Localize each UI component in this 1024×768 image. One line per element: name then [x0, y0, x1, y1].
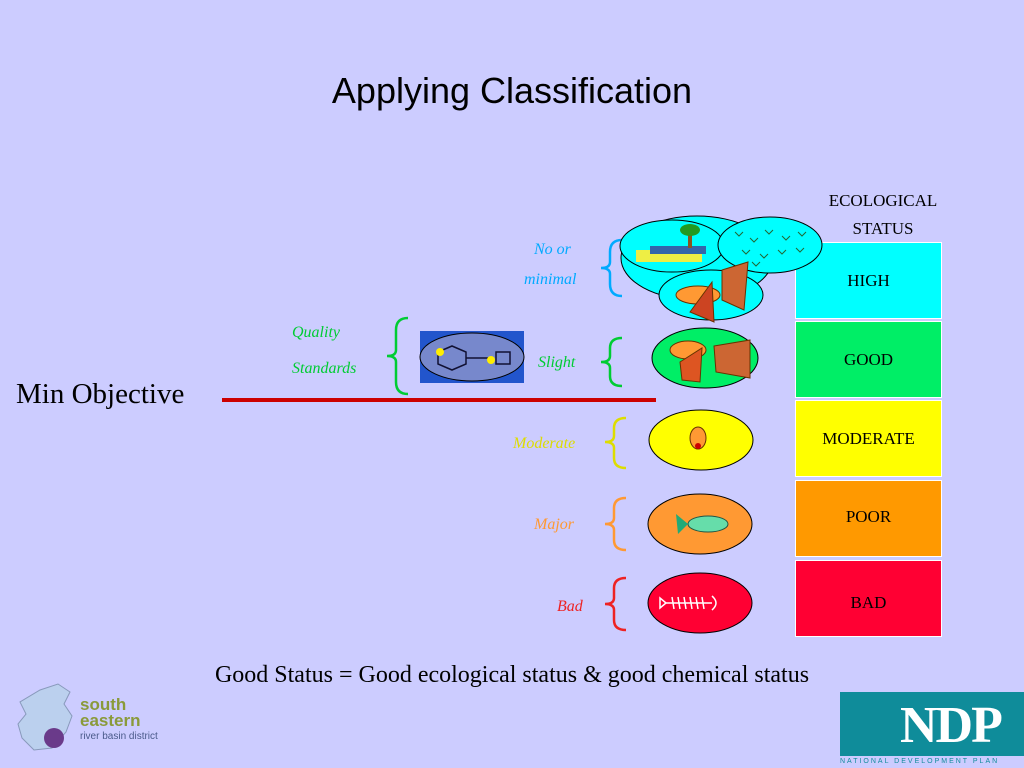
slight-weed-icon-2 [679, 347, 703, 383]
min-objective-label: Min Objective [16, 378, 185, 410]
quality-image-ellipse [419, 332, 525, 382]
major-fish-tail-icon [676, 514, 688, 534]
slide-title: Applying Classification [331, 70, 693, 111]
brace-moderate [604, 416, 627, 470]
label-slight: Slight [538, 354, 576, 371]
slight-weed-icon [713, 339, 751, 379]
status-high-label: HIGH [847, 270, 890, 290]
ndp-logo [840, 692, 1024, 756]
sbd-line1: south [80, 695, 127, 714]
fish-skeleton-icon [659, 595, 717, 611]
sbd-line3: river basin district [80, 731, 158, 742]
ndp-logo-subtext: NATIONAL DEVELOPMENT PLAN [840, 758, 1000, 765]
tree-trunk-icon [688, 230, 692, 248]
label-minimal: minimal [524, 271, 577, 288]
tree-crown-icon [680, 224, 700, 236]
high-weed-icon [721, 261, 749, 311]
status-moderate: MODERATE [795, 400, 942, 477]
status-good: GOOD [795, 321, 942, 398]
high-weed-icon-2 [689, 280, 715, 323]
plankton-icons [734, 229, 807, 267]
riverbank-water [650, 246, 706, 254]
status-good-label: GOOD [843, 349, 894, 369]
molecule-atom-icon-2 [487, 356, 495, 364]
moderate-fish-eye-icon [695, 443, 701, 449]
brace-major [604, 496, 627, 552]
ndp-logo-text: NDP [900, 697, 1003, 754]
brace-quality [386, 316, 409, 396]
status-bad-label: BAD [850, 593, 887, 612]
brace-no-minimal [600, 238, 623, 298]
brace-bad [604, 576, 627, 632]
status-poor: POOR [795, 480, 942, 557]
label-no-or: No or [534, 241, 571, 258]
ecological-status-header-line2: STATUS [852, 219, 914, 238]
label-moderate: Moderate [513, 435, 576, 452]
major-fish-icon [687, 515, 729, 533]
status-moderate-label: MODERATE [822, 428, 915, 448]
good-status-definition: Good Status = Good ecological status & g… [214, 662, 810, 688]
label-standards: Standards [292, 360, 357, 377]
molecule-atom-icon [436, 348, 444, 356]
ecological-status-header-line1: ECOLOGICAL [828, 191, 938, 210]
status-poor-label: POOR [845, 507, 892, 526]
south-east-region-icon [44, 728, 64, 748]
status-high: HIGH [795, 242, 942, 319]
brace-slight [600, 336, 623, 388]
label-bad: Bad [557, 598, 583, 615]
label-quality: Quality [292, 324, 340, 341]
molecule-icon [437, 345, 511, 371]
status-bad: BAD [795, 560, 942, 637]
plankton-ellipse [717, 216, 823, 274]
label-major: Major [534, 516, 574, 533]
ecological-status-header: ECOLOGICAL STATUS [800, 187, 966, 243]
south-eastern-logo-text: south eastern river basin district [80, 695, 158, 745]
sbd-line2: eastern [80, 711, 141, 730]
